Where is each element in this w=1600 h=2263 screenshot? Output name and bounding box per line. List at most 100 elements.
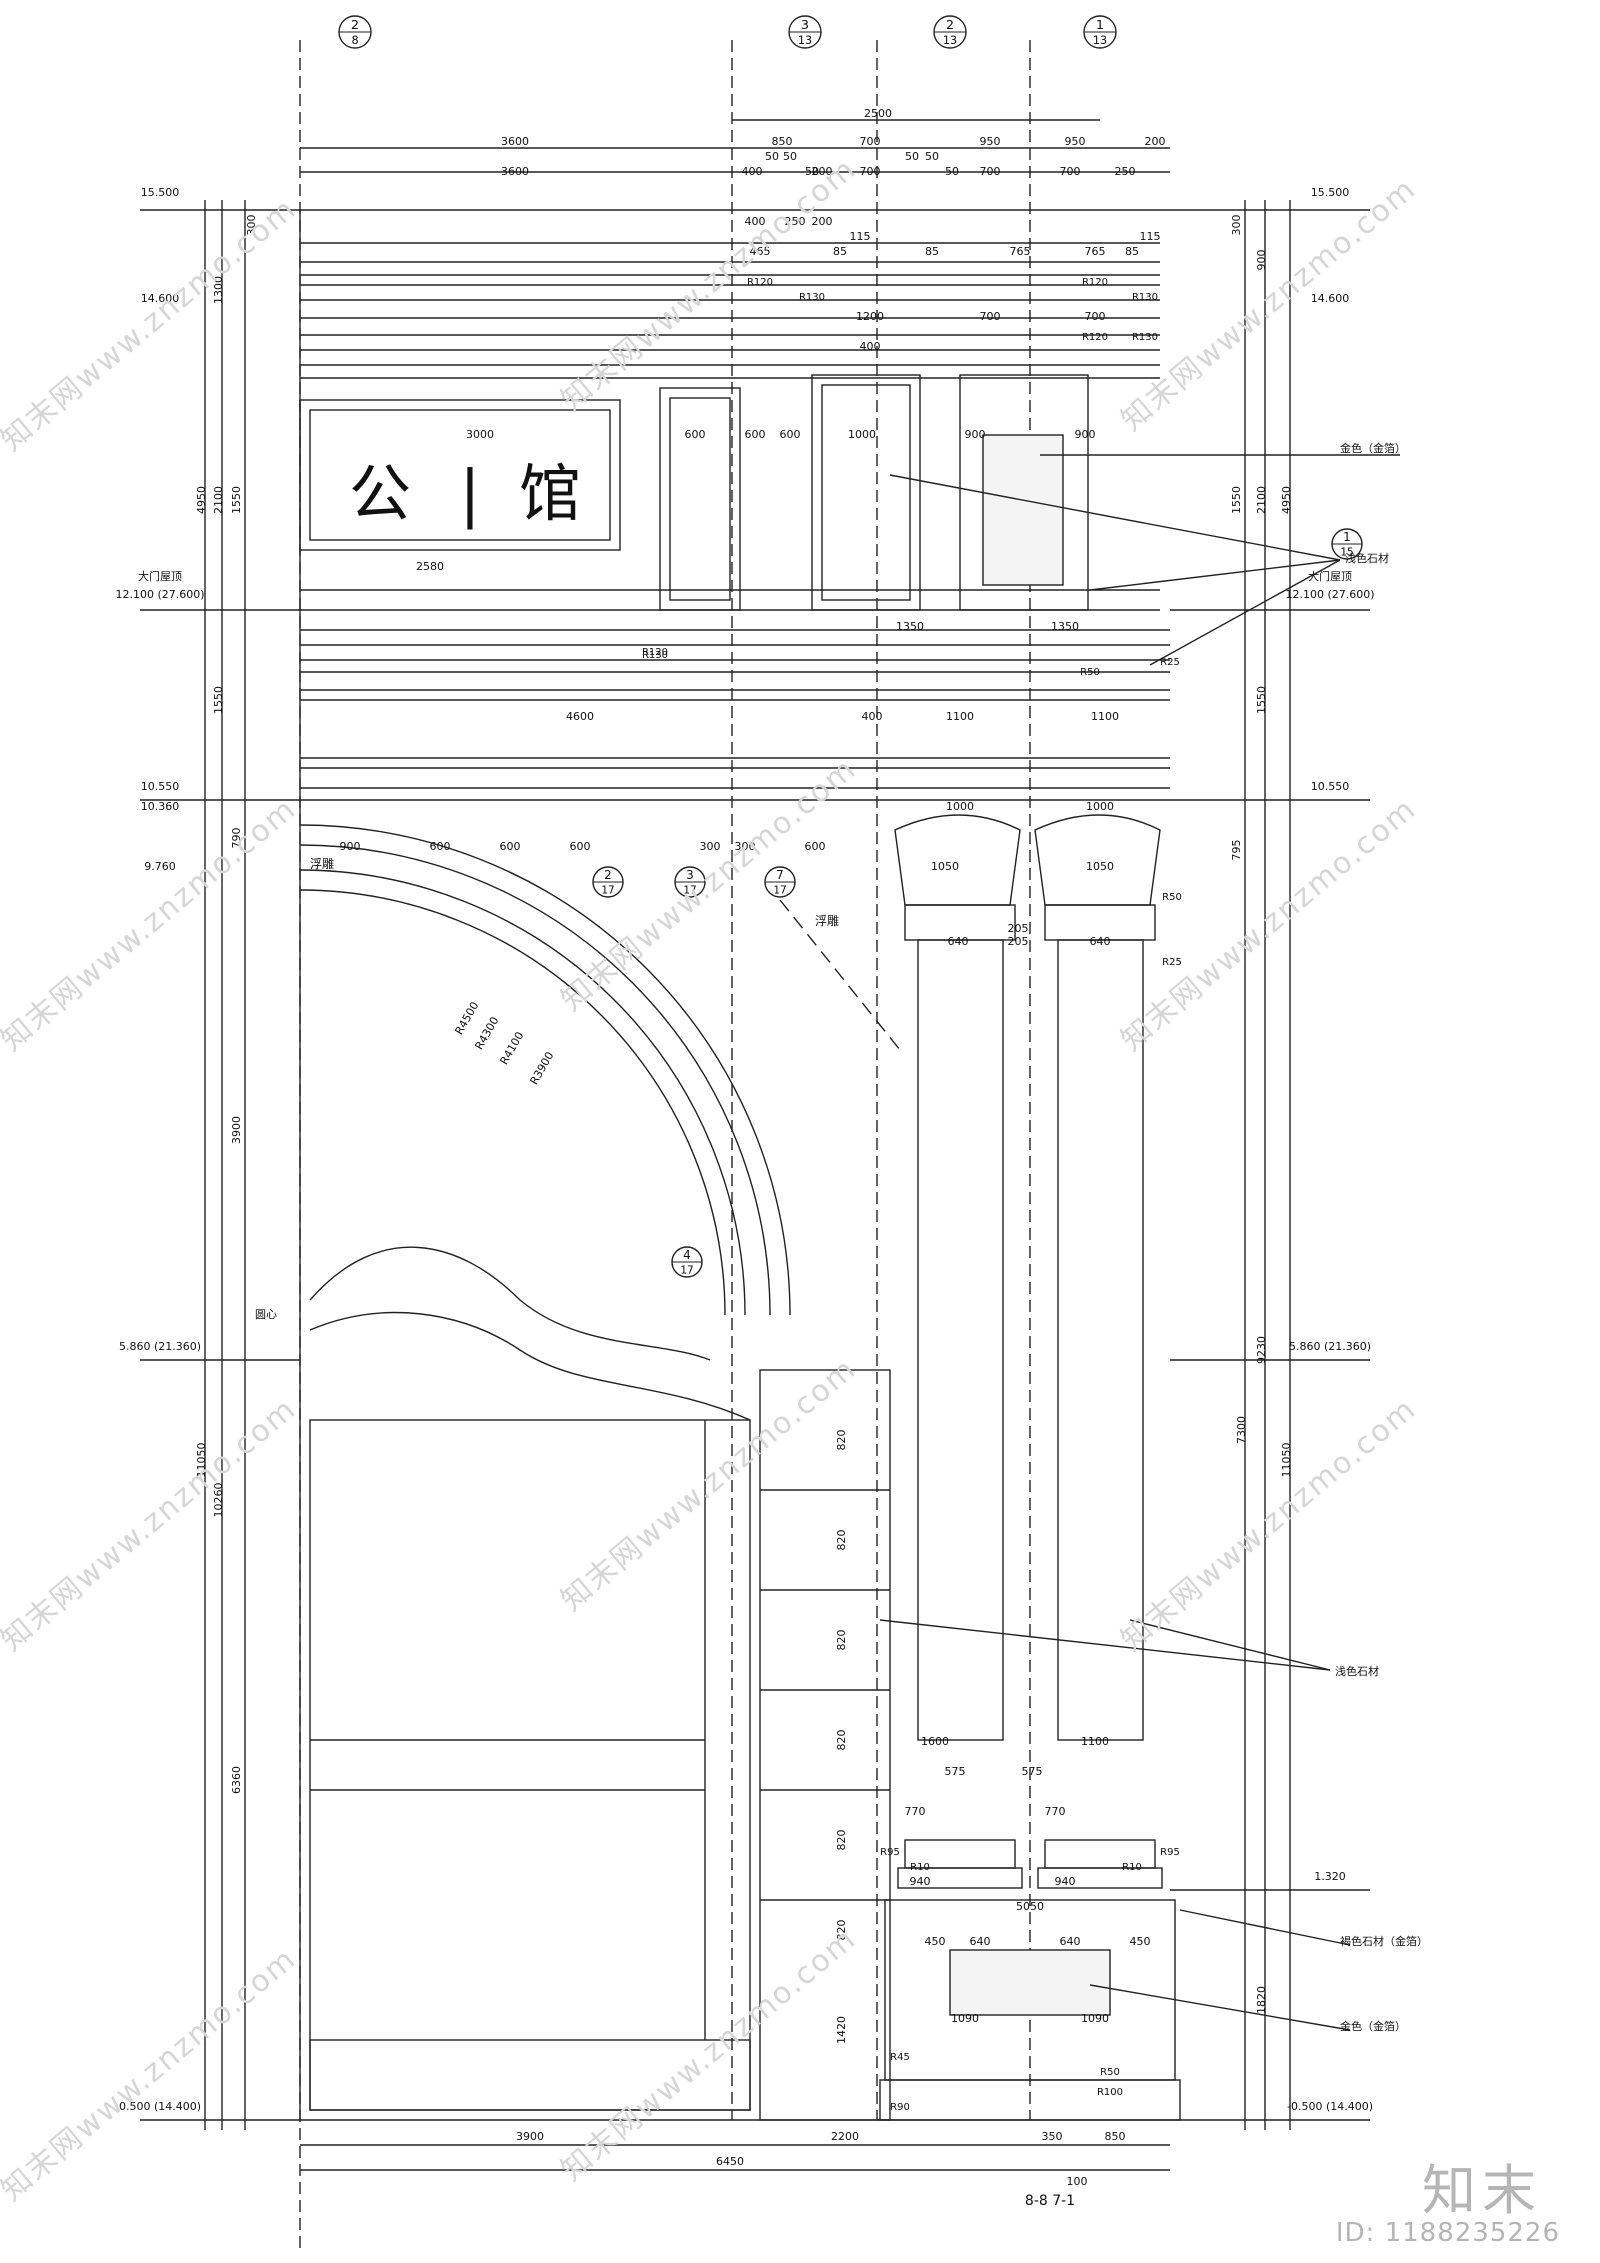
dim-col-4: 820	[835, 1730, 848, 1751]
dim-top-10: 50	[765, 150, 779, 163]
dim-left-6: 1550	[212, 686, 225, 714]
dim-top-4: 700	[860, 135, 881, 148]
dim-lower-10: 450	[925, 1935, 946, 1948]
dim-col-5: 820	[835, 1830, 848, 1851]
dim-upper-13: 700	[980, 310, 1001, 323]
detail-bubble-2-num: 3	[686, 868, 694, 882]
dim-top-17: 50	[945, 165, 959, 178]
dim-top-19: 700	[1060, 165, 1081, 178]
linework	[140, 40, 1400, 2250]
level-left-3: 大门屋顶	[138, 569, 182, 583]
dim-right-10: 11050	[1280, 1443, 1293, 1478]
level-right-6: 5.860 (21.360)	[1289, 1340, 1371, 1353]
dim-upper-2: 250	[785, 215, 806, 228]
dim-left-7: 790	[230, 828, 243, 849]
radius-6: R130	[1132, 332, 1158, 343]
radius-15: R95	[1160, 1847, 1180, 1858]
dim-top-14: 700	[860, 165, 881, 178]
dim-col-2: 820	[835, 1530, 848, 1551]
radius-2: R130	[799, 292, 825, 303]
detail-bubble-3-den: 17	[773, 884, 786, 896]
dim-right-8: 9230	[1255, 1336, 1268, 1364]
note-stone-1: 浅色石材	[1345, 551, 1389, 565]
axis-bubble-4-num: 1	[1096, 18, 1104, 33]
dim-right-1: 300	[1230, 215, 1243, 236]
sign-char-1: 公	[349, 457, 411, 530]
dim-right-6: 1550	[1255, 686, 1268, 714]
level-left-5: 10.550	[141, 780, 180, 793]
dim-upper-20: 1000	[848, 428, 876, 441]
dim-lower-7: 940	[910, 1875, 931, 1888]
radius-5: R120	[1082, 332, 1108, 343]
detail-bubble-5: 115	[1331, 528, 1363, 560]
dim-top-9: 400	[742, 165, 763, 178]
radius-13: R95	[880, 1847, 900, 1858]
detail-bubble-1-num: 2	[604, 868, 612, 882]
dim-left-1: 300	[245, 215, 258, 236]
note-center: 圆心	[255, 1308, 277, 1321]
radius-19: R100	[1097, 2087, 1123, 2098]
dim-mid-10: 1050	[931, 860, 959, 873]
dim-left-9: 11050	[195, 1443, 208, 1478]
level-right-2: 14.600	[1311, 292, 1350, 305]
dim-top-16: 50	[925, 150, 939, 163]
dim-upper-1: 400	[745, 215, 766, 228]
axis-bubble-3-num: 2	[946, 18, 954, 33]
dim-right-5: 1550	[1230, 486, 1243, 514]
level-right-8: -0.500 (14.400)	[1287, 2100, 1373, 2113]
dim-upper-6: 115	[850, 230, 871, 243]
dim-upper-12: 1200	[856, 310, 884, 323]
level-left-6: 10.360	[141, 800, 180, 813]
dim-bottom-5: 6450	[716, 2155, 744, 2168]
dim-top-7: 200	[1145, 135, 1166, 148]
dim-top-11: 50	[783, 150, 797, 163]
radius-8: R130	[642, 650, 668, 661]
dim-lower-2: 1100	[1081, 1735, 1109, 1748]
radius-16: R10	[1122, 1862, 1142, 1873]
axis-bubble-2-num: 3	[801, 18, 809, 33]
level-left-8: 5.860 (21.360)	[119, 1340, 201, 1353]
axis-bubble-3: 213	[933, 15, 967, 49]
dim-upper-29: 1100	[1091, 710, 1119, 723]
axis-bubble-2-den: 13	[798, 34, 812, 47]
dim-mid-13: 640	[1090, 935, 1111, 948]
detail-bubble-3-num: 7	[776, 868, 784, 882]
radius-1: R120	[747, 277, 773, 288]
axis-bubble-1-den: 8	[351, 34, 358, 47]
dim-upper-7: 85	[925, 245, 939, 258]
level-right-4: 12.100 (27.600)	[1285, 588, 1374, 601]
dim-upper-27: 400	[862, 710, 883, 723]
dim-left-5: 1550	[230, 486, 243, 514]
radius-12: R25	[1160, 657, 1180, 668]
dim-top-1: 2500	[864, 107, 892, 120]
dim-right-2: 900	[1255, 250, 1268, 271]
image-id-label: ID: 1188235226	[1335, 2218, 1560, 2248]
dim-top-3: 850	[772, 135, 793, 148]
dim-right-3: 4950	[1280, 486, 1293, 514]
axis-bubble-4-den: 13	[1093, 34, 1107, 47]
dim-mid-14: 205	[1008, 935, 1029, 948]
sign-char-3: 馆	[519, 457, 581, 530]
dim-bottom-3: 350	[1042, 2130, 1063, 2143]
dim-left-8: 3900	[230, 1116, 243, 1144]
dim-upper-19: 600	[780, 428, 801, 441]
dim-col-7: 1420	[835, 2016, 848, 2044]
dim-lower-14: 1090	[951, 2012, 979, 2025]
level-right-1: 15.500	[1311, 186, 1350, 199]
dim-mid-12: 640	[948, 935, 969, 948]
dim-bottom-6: 100	[1067, 2175, 1088, 2188]
dim-upper-15: 400	[860, 340, 881, 353]
dim-upper-22: 900	[1075, 428, 1096, 441]
axis-bubble-1: 28	[338, 15, 372, 49]
dim-upper-24: 1350	[896, 620, 924, 633]
dim-left-10: 10260	[212, 1483, 225, 1518]
level-right-3: 大门屋顶	[1308, 569, 1352, 583]
note-gold-1: 金色（金箔）	[1340, 441, 1406, 455]
section-mark: 8-8 7-1	[1025, 2193, 1075, 2209]
dim-upper-14: 700	[1085, 310, 1106, 323]
radius-11: R50	[1080, 667, 1100, 678]
dim-bottom-2: 2200	[831, 2130, 859, 2143]
dim-upper-25: 1350	[1051, 620, 1079, 633]
